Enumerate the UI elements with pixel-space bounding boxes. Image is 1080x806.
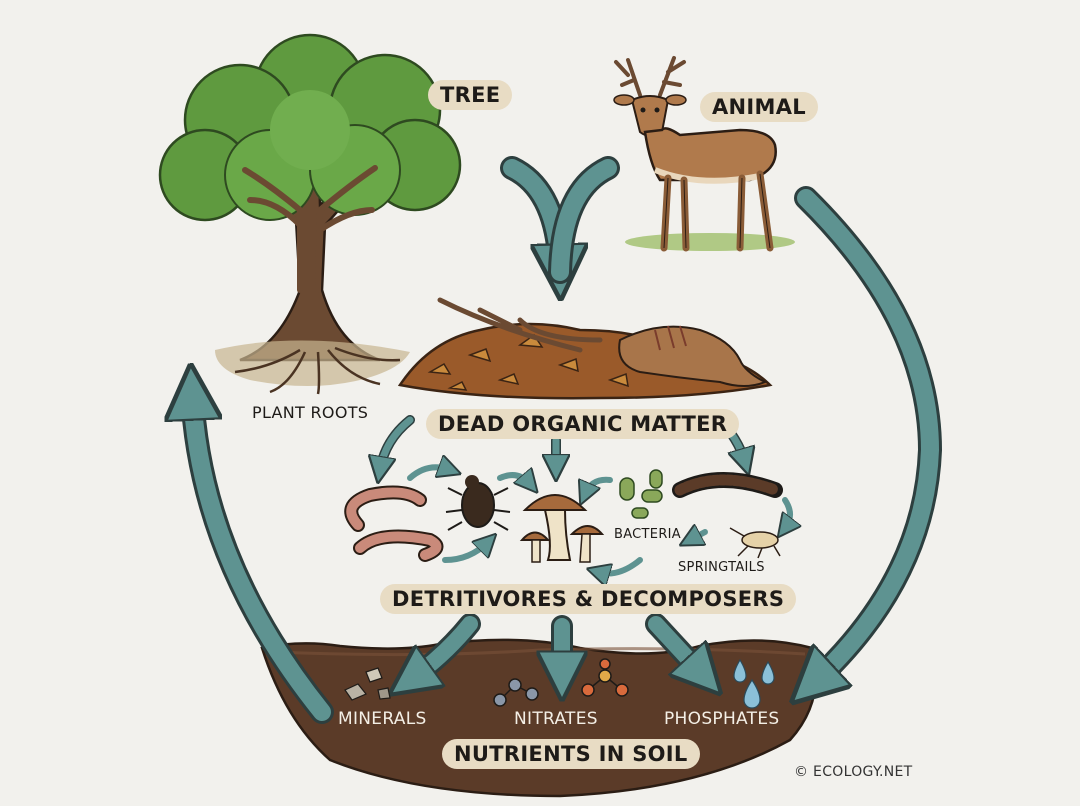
bacteria-icon <box>619 469 663 519</box>
soil-arrows <box>410 613 704 680</box>
tree-label: TREE <box>428 80 513 110</box>
copyright-label: © ECOLOGY.NET <box>794 764 913 780</box>
millipede-icon <box>672 472 783 498</box>
detritivores-decomposers-label: DETRITIVORES & DECOMPOSERS <box>380 584 797 614</box>
decomposition-arrows <box>380 413 790 574</box>
mineral-rocks-icon <box>344 667 391 701</box>
tree-icon <box>158 33 462 395</box>
springtails-label: SPRINGTAILS <box>678 560 765 575</box>
nitrate-molecule-icon <box>493 678 539 707</box>
cycle-arrows <box>192 156 943 724</box>
water-drop-icon <box>733 658 775 709</box>
beetle-icon <box>445 475 511 531</box>
worm-icon <box>344 485 444 562</box>
phosphate-molecule-icon <box>581 658 629 697</box>
nitrates-label: NITRATES <box>514 709 598 729</box>
bacteria-label: BACTERIA <box>614 527 681 542</box>
minerals-label: MINERALS <box>338 709 427 729</box>
springtail-icon <box>729 527 781 559</box>
nutrients-in-soil-label: NUTRIENTS IN SOIL <box>442 739 700 769</box>
leaf-litter-icon <box>397 297 773 400</box>
deer-icon <box>613 56 795 252</box>
dead-organic-matter-label: DEAD ORGANIC MATTER <box>426 409 740 439</box>
animal-label: ANIMAL <box>700 92 818 122</box>
phosphates-label: PHOSPHATES <box>664 709 780 729</box>
plant-roots-label: PLANT ROOTS <box>252 403 369 422</box>
mushroom-icon <box>519 494 605 563</box>
